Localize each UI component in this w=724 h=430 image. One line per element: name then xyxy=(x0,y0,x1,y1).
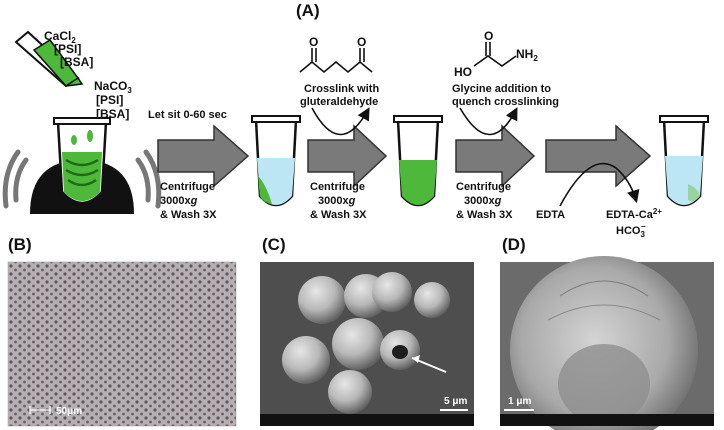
svg-text:Centrifuge: Centrifuge xyxy=(310,181,365,193)
panel-label-a: (A) xyxy=(296,1,320,20)
glutaraldehyde-structure xyxy=(299,48,373,74)
process-arrow-4 xyxy=(545,124,652,188)
glycine-label-1: Glycine addition to xyxy=(452,83,551,95)
svg-text:Centrifuge: Centrifuge xyxy=(456,181,511,193)
aldehyde-o-1: O xyxy=(309,35,318,49)
svg-text:3000xg: 3000xg xyxy=(464,195,502,207)
tube-2 xyxy=(251,115,301,207)
glycine-nh2: NH2 xyxy=(516,47,538,63)
centrifuge-label-3: Centrifuge 3000xg & Wash 3X xyxy=(456,181,513,221)
psi-label-1: [PSI] xyxy=(54,42,81,56)
panel-label-c: (C) xyxy=(262,235,286,254)
let-sit-label: Let sit 0-60 sec xyxy=(148,109,227,121)
crosslink-label-2: gluteraldehyde xyxy=(300,96,378,108)
process-arrow-3 xyxy=(455,124,536,188)
mixing-tube xyxy=(53,117,111,205)
svg-text:Centrifuge: Centrifuge xyxy=(160,181,215,193)
edta-ca-label: EDTA-Ca2+ xyxy=(606,207,662,221)
centrifuge-label-1: Centrifuge 3000xg & Wash 3X xyxy=(160,181,217,221)
svg-text:& Wash 3X: & Wash 3X xyxy=(310,209,367,221)
svg-text:3000xg: 3000xg xyxy=(318,195,356,207)
glycine-label-2: quench crosslinking xyxy=(452,96,559,108)
scale-label-d: 1 μm xyxy=(508,396,531,407)
aldehyde-o-2: O xyxy=(357,35,366,49)
cacl2-label: CaCl2 xyxy=(44,29,76,45)
glycine-o: O xyxy=(484,29,493,43)
hco3-label: HCO3− xyxy=(616,222,646,239)
svg-text:3000xg: 3000xg xyxy=(160,195,198,207)
sem-single-particle xyxy=(500,256,714,430)
bsa-label-1: [BSA] xyxy=(60,55,93,69)
optical-micrograph xyxy=(7,261,237,427)
tube-4 xyxy=(659,115,709,207)
process-arrow-1 xyxy=(157,124,250,188)
sem-microspheres xyxy=(260,262,474,426)
panel-label-d: (D) xyxy=(502,235,526,254)
crosslink-label-1: Crosslink with xyxy=(304,83,379,95)
edta-curve-arrow xyxy=(559,162,640,207)
glycine-curve-arrow xyxy=(459,107,518,136)
centrifuge-label-2: Centrifuge 3000xg & Wash 3X xyxy=(310,181,367,221)
svg-text:& Wash 3X: & Wash 3X xyxy=(160,209,217,221)
process-arrow-2 xyxy=(307,124,388,188)
glycine-ho: HO xyxy=(454,65,472,79)
scale-label-b: 50μm xyxy=(56,406,82,417)
panel-label-b: (B) xyxy=(8,235,32,254)
scale-label-c: 5 μm xyxy=(444,396,467,407)
naco3-label: NaCO3 xyxy=(94,79,132,95)
tube-3 xyxy=(393,115,443,207)
pipette xyxy=(14,30,84,88)
glycine-structure xyxy=(473,42,517,67)
edta-label: EDTA xyxy=(536,209,565,221)
crosslink-curve-arrow xyxy=(311,107,370,136)
svg-text:& Wash 3X: & Wash 3X xyxy=(456,209,513,221)
psi-label-2: [PSI] xyxy=(96,93,123,107)
